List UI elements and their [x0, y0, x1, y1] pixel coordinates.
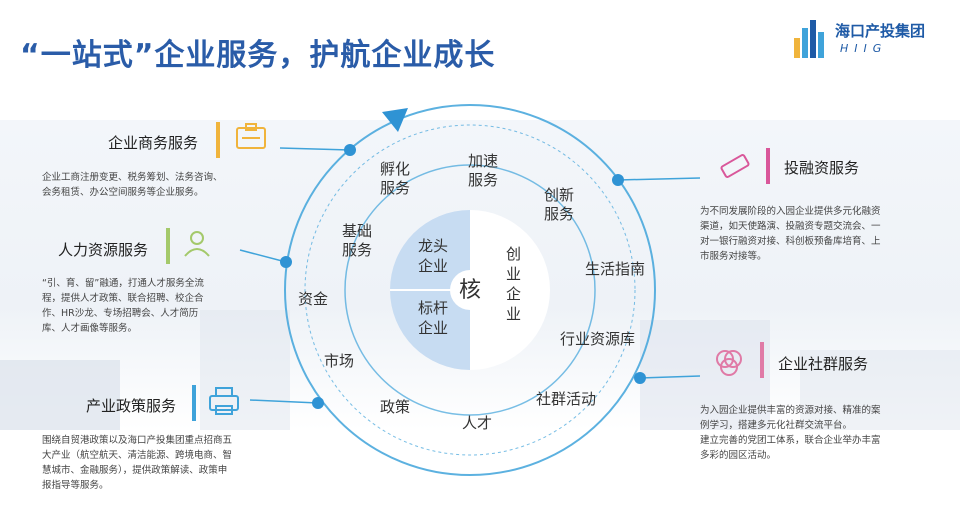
connector-dot-finance	[612, 174, 624, 186]
city-building-right	[800, 350, 960, 430]
page-title: “一站式”企业服务，护航企业成长	[20, 38, 496, 73]
quadrant-bottom-left	[390, 290, 470, 370]
connector-dot-policy	[312, 397, 324, 409]
hr-service-title: 人力资源服务	[58, 241, 149, 259]
policy-service-desc: 围绕自贸港政策以及海口产投集团重点招商五大产业（航空航天、清洁能源、跨境电商、智…	[42, 435, 233, 491]
hr-service-desc: “引、育、留”融通，打通人才服务全流程，提供人才政策、联合招聘、校企合 作、HR…	[42, 278, 204, 334]
outer-ring-living-guide: 生活指南	[585, 260, 646, 278]
business-service-desc: 企业工商注册变更、税务筹划、法务咨询、会务租赁、办公空间服务等企业服务。	[42, 172, 223, 198]
logo-bars-icon	[794, 20, 824, 58]
outer-ring-industry-resources: 行业资源库	[560, 330, 636, 348]
outer-ring-market: 市场	[324, 352, 355, 370]
logo-name: 海口产投集团	[835, 22, 926, 40]
connector-dot-community	[634, 372, 646, 384]
community-service-desc: 为入园企业提供丰富的资源对接、精准的案例学习，搭建多元化社群交流平台。 建立完善…	[700, 405, 881, 461]
connector-dot-hr	[280, 256, 292, 268]
inner-ring	[344, 164, 596, 416]
quadrant-right	[470, 210, 550, 370]
outer-ring-capital: 资金	[298, 290, 329, 308]
core-circle	[450, 270, 490, 310]
outer-ring	[284, 104, 656, 476]
inner-ring-incubation-service: 孵化服务	[380, 160, 411, 197]
finance-service-desc: 为不同发展阶段的入园企业提供多元化融资渠道，如天使路演、投融资专题交流会、一 对…	[700, 206, 881, 262]
quadrant-benchmark: 标杆企业	[418, 299, 449, 337]
business-accent-bar	[216, 122, 220, 158]
quadrant-leader: 龙头企业	[418, 237, 449, 275]
quadrant-startup: 创业 企业	[506, 245, 522, 323]
policy-accent-bar	[192, 385, 196, 421]
printer-icon	[209, 387, 239, 415]
inner-ring-acceleration-service: 加速服务	[468, 152, 499, 189]
outer-ring-policy: 政策	[380, 398, 411, 416]
community-accent-bar	[760, 342, 764, 378]
user-group-icon	[184, 231, 210, 257]
logo-abbr: HIIG	[840, 42, 888, 55]
community-service-title: 企业社群服务	[778, 355, 869, 373]
finance-service-title: 投融资服务	[784, 159, 860, 177]
connector-finance	[617, 177, 701, 181]
connector-business	[279, 147, 351, 151]
business-service-title: 企业商务服务	[108, 134, 199, 152]
connector-policy	[249, 399, 319, 404]
outer-ring-community-activities: 社群活动	[536, 390, 597, 408]
briefcase-icon	[236, 123, 266, 149]
hr-accent-bar	[166, 228, 170, 264]
core-label: 核	[459, 278, 482, 303]
inner-ring-innovation-service: 创新服务	[544, 186, 575, 223]
connector-dot-business	[344, 144, 356, 156]
quadrant-top-left	[390, 210, 470, 290]
venn-circles-icon	[716, 350, 742, 376]
outer-ring-talent: 人才	[462, 414, 493, 432]
inner-ring-basic-service: 基础服务	[342, 222, 373, 259]
background-band	[0, 120, 960, 430]
city-skyline	[0, 360, 120, 430]
connector-hr	[239, 249, 287, 263]
outer-ring-dashed	[304, 124, 636, 456]
arrow-head-icon	[382, 108, 408, 132]
policy-service-title: 产业政策服务	[86, 397, 177, 415]
finance-accent-bar	[766, 148, 770, 184]
city-building	[640, 320, 770, 430]
connector-community	[639, 375, 701, 379]
company-logo: 海口产投集团 HIIG	[790, 14, 940, 64]
money-icon	[720, 154, 750, 178]
